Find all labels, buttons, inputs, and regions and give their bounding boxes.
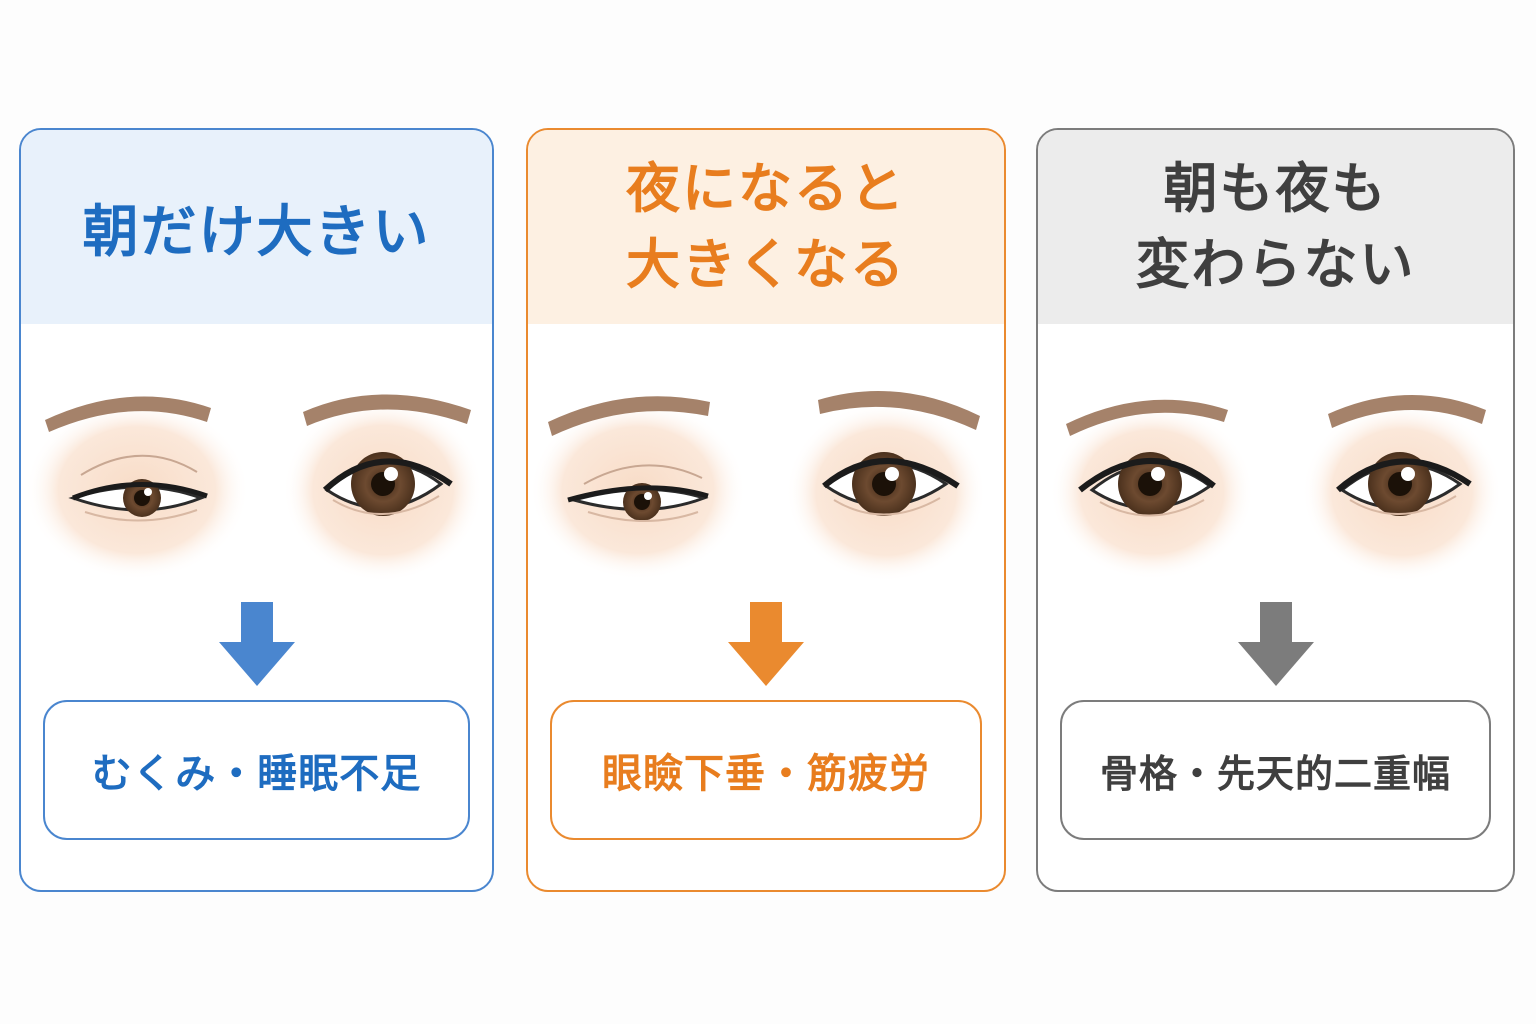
panel-title: 夜になると 大きくなる [626, 157, 906, 296]
panel-header: 朝だけ大きい [21, 130, 492, 324]
panel-no-change: 朝も夜も 変わらない [1036, 128, 1515, 892]
panel-evening-larger: 夜になると 大きくなる [526, 128, 1006, 892]
down-arrow-icon [218, 602, 295, 686]
panel-title: 朝だけ大きい [82, 199, 431, 265]
panel-header: 夜になると 大きくなる [528, 130, 1004, 324]
cause-box: むくみ・睡眠不足 [43, 700, 470, 840]
down-arrow-icon [1237, 602, 1314, 686]
down-arrow-icon [728, 602, 804, 686]
cause-text: むくみ・睡眠不足 [91, 751, 422, 797]
eye-pair-illustration [21, 380, 492, 580]
cause-text: 骨格・先天的二重幅 [1099, 751, 1451, 796]
panel-title: 朝も夜も 変わらない [1135, 157, 1416, 296]
cause-text: 眼瞼下垂・筋疲労 [602, 751, 930, 797]
cause-box: 骨格・先天的二重幅 [1060, 700, 1491, 840]
eye-pair-illustration [528, 380, 1004, 580]
panel-header: 朝も夜も 変わらない [1038, 130, 1513, 324]
panel-morning-only: 朝だけ大きい [19, 128, 494, 892]
cause-box: 眼瞼下垂・筋疲労 [550, 700, 982, 840]
eye-pair-illustration [1038, 380, 1513, 580]
